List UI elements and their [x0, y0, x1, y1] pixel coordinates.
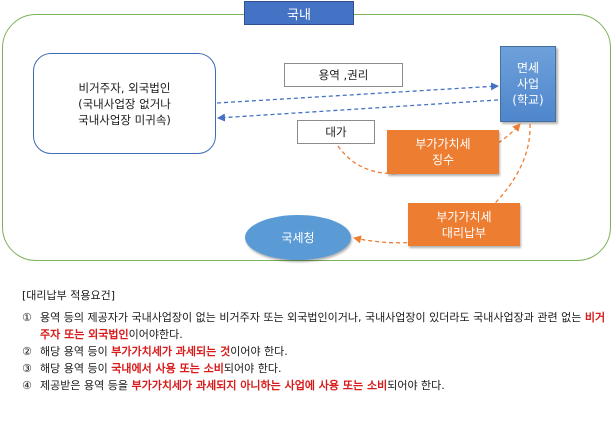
vat-proxy-arrow — [353, 123, 531, 244]
condition-fragment: 되어야 한다. — [223, 362, 282, 375]
condition-item: ① 용역 등의 제공자가 국내사업장이 없는 비거주자 또는 외국법인이거나, 국… — [22, 309, 607, 343]
condition-highlight: 국내에서 사용 또는 소비 — [111, 362, 224, 375]
vat-collection-box: 부가가치세 징수 — [387, 130, 499, 174]
foreign-supplier-box: 비거주자, 외국법인 (국내사업장 없거나 국내사업장 미귀속) — [33, 53, 216, 154]
condition-item: ④ 제공받은 용역 등을 부가가치세가 과세되지 아니하는 사업에 사용 또는 소… — [22, 377, 607, 394]
condition-number: ② — [22, 345, 32, 358]
condition-fragment: 이어야한다. — [128, 328, 183, 341]
services-flow-label: 용역 ,권리 — [284, 63, 403, 87]
condition-text: 해당 용역 등이 국내에서 사용 또는 소비되어야 한다. — [40, 360, 282, 377]
services-flow-arrow — [216, 82, 499, 104]
condition-fragment: 되어야 한다. — [387, 379, 445, 392]
foreign-supplier-line: 비거주자, 외국법인 — [78, 80, 171, 95]
conditions-title: [대리납부 적용요건] — [22, 289, 116, 302]
condition-number: ① — [22, 311, 32, 324]
condition-fragment: 제공받은 용역 등을 — [40, 379, 132, 392]
dutyfree-line: (학교) — [512, 93, 544, 107]
vat-proxy-line: 부가가치세 — [436, 209, 492, 224]
condition-highlight: 비거주자 또는 외국법인 — [40, 311, 606, 341]
condition-item: ③ 해당 용역 등이 국내에서 사용 또는 소비되어야 한다. — [22, 360, 607, 377]
condition-text: 제공받은 용역 등을 부가가치세가 과세되지 아니하는 사업에 사용 또는 소비… — [40, 377, 445, 394]
condition-text: 해당 용역 등이 부가가치세가 과세되는 것이어야 한다. — [40, 343, 288, 360]
tax-office-node: 국세청 — [245, 215, 351, 260]
vat-proxy-line: 대리납부 — [441, 225, 487, 240]
dutyfree-line: 면세 — [516, 61, 540, 75]
condition-highlight: 부가가치세가 과세되지 아니하는 사업에 사용 또는 소비 — [131, 379, 388, 392]
condition-text: 용역 등의 제공자가 국내사업장이 없는 비거주자 또는 외국법인이거나, 국내… — [40, 309, 607, 343]
vat-collection-line: 부가가치세 — [415, 137, 471, 151]
condition-fragment: 해당 용역 등이 — [40, 362, 112, 375]
condition-fragment: 이어야 한다. — [230, 345, 288, 358]
condition-fragment: 용역 등의 제공자가 국내사업장이 없는 비거주자 또는 외국법인이거나, 국내… — [40, 311, 585, 324]
foreign-supplier-line: (국내사업장 없거나 — [78, 96, 171, 111]
condition-item: ② 해당 용역 등이 부가가치세가 과세되는 것이어야 한다. — [22, 343, 607, 360]
condition-number: ③ — [22, 362, 32, 375]
condition-highlight: 부가가치세가 과세되는 것 — [111, 345, 231, 358]
condition-fragment: 해당 용역 등이 — [40, 345, 112, 358]
dutyfree-business-box: 면세 사업 (학교) — [500, 46, 556, 122]
condition-number: ④ — [22, 379, 32, 392]
payment-flow-arrow — [217, 99, 499, 122]
dutyfree-line: 사업 — [516, 77, 540, 91]
conditions-section: [대리납부 적용요건] ① 용역 등의 제공자가 국내사업장이 없는 비거주자 또… — [22, 287, 607, 394]
conditions-list: ① 용역 등의 제공자가 국내사업장이 없는 비거주자 또는 외국법인이거나, 국… — [22, 309, 607, 394]
domestic-title: 국내 — [244, 1, 354, 25]
vat-proxy-payment-box: 부가가치세 대리납부 — [408, 203, 520, 246]
payment-flow-label: 대가 — [297, 120, 375, 144]
foreign-supplier-line: 국내사업장 미귀속) — [78, 112, 171, 127]
vat-collection-line: 징수 — [431, 153, 455, 167]
